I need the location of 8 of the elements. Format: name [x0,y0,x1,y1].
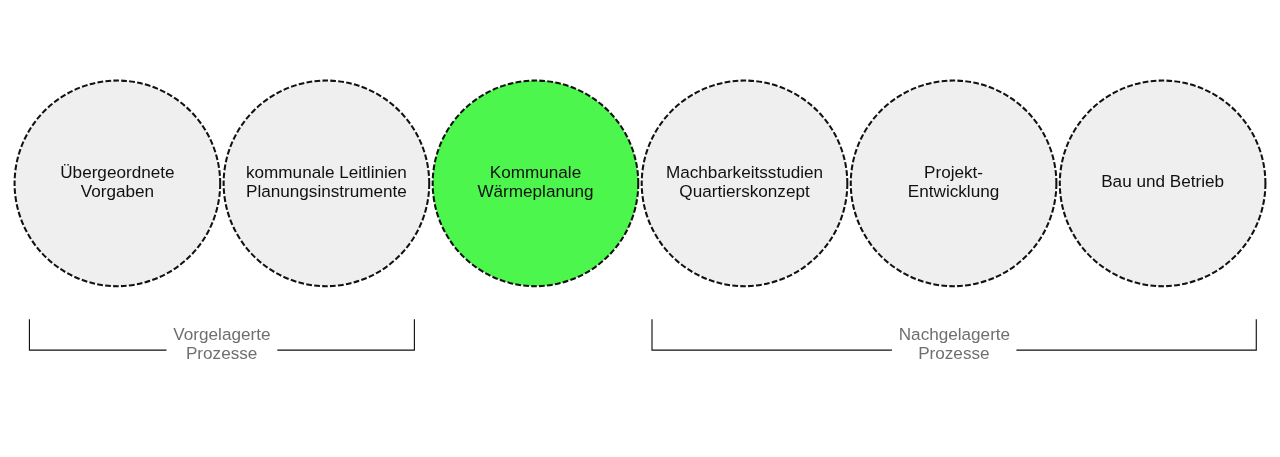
node-circle: Projekt- Entwicklung [849,79,1058,288]
node-circle: Bau und Betrieb [1058,79,1267,288]
label: Nachgelagerte Prozesse [898,323,1011,364]
node-circle: kommunale Leitlinien Planungsinstrumente [222,79,431,288]
node-circle: Kommunale Wärmeplanung [431,79,640,288]
node-circle: Machbarkeitsstudien Quartierskonzept [640,79,849,288]
label: Vorgelagerte Prozesse [173,323,271,364]
node-circle: Übergeordnete Vorgaben [13,79,222,288]
